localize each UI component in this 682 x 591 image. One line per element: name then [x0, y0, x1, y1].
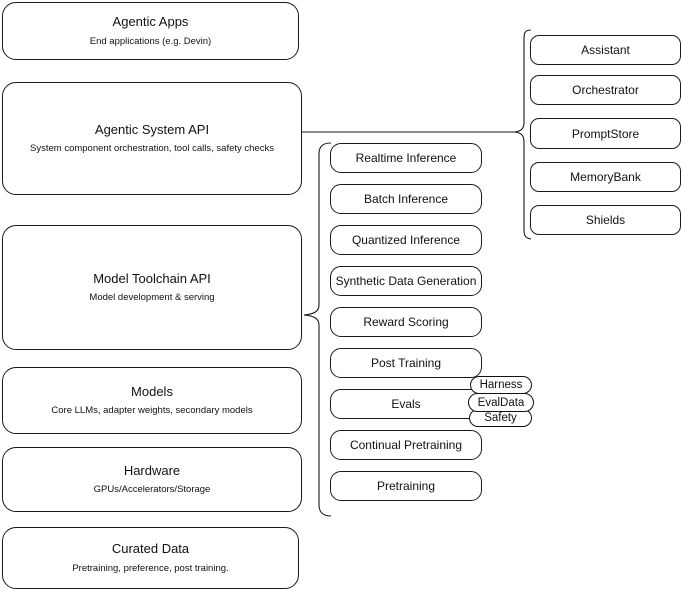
capability-label: Realtime Inference [355, 151, 457, 165]
evals-capsule-label: EvalData [477, 396, 525, 409]
capability-batch-inference[interactable]: Batch Inference [330, 184, 482, 214]
capability-continual-pretraining[interactable]: Continual Pretraining [330, 430, 482, 460]
layer-box-curated-data[interactable]: Curated Data Pretraining, preference, po… [2, 527, 299, 589]
capability-label: Synthetic Data Generation [335, 274, 477, 288]
evals-capsule-harness[interactable]: Harness [470, 376, 532, 394]
capability-label: Batch Inference [363, 192, 449, 206]
right-curly-brace [514, 29, 532, 240]
evals-capsule-label: Safety [484, 412, 517, 424]
component-memorybank[interactable]: MemoryBank [530, 162, 681, 192]
evals-capsule-evaldata[interactable]: EvalData [468, 393, 534, 412]
capability-label: Post Training [370, 356, 442, 370]
layer-title: Model Toolchain API [93, 270, 211, 286]
layer-subtitle: Core LLMs, adapter weights, secondary mo… [51, 405, 253, 417]
layer-title: Models [131, 383, 173, 399]
capability-realtime-inference[interactable]: Realtime Inference [330, 143, 482, 173]
component-label: PromptStore [571, 126, 640, 141]
component-promptstore[interactable]: PromptStore [530, 118, 681, 149]
capability-quantized-inference[interactable]: Quantized Inference [330, 225, 482, 255]
layer-subtitle: Pretraining, preference, post training. [72, 562, 229, 574]
component-label: MemoryBank [570, 170, 641, 184]
layer-box-hardware[interactable]: Hardware GPUs/Accelerators/Storage [2, 447, 302, 512]
component-label: Shields [585, 213, 626, 227]
layer-box-agentic-system-api[interactable]: Agentic System API System component orch… [2, 82, 302, 195]
evals-capsule-label: Harness [479, 379, 523, 391]
capability-pretraining[interactable]: Pretraining [330, 471, 482, 501]
capability-label: Reward Scoring [363, 315, 449, 329]
layer-box-agentic-apps[interactable]: Agentic Apps End applications (e.g. Devi… [2, 2, 299, 60]
component-orchestrator[interactable]: Orchestrator [530, 75, 681, 105]
layer-box-models[interactable]: Models Core LLMs, adapter weights, secon… [2, 367, 302, 434]
capability-label: Continual Pretraining [349, 438, 463, 452]
layer-title: Hardware [123, 462, 181, 478]
layer-title: Agentic System API [94, 121, 210, 137]
layer-subtitle: End applications (e.g. Devin) [89, 35, 212, 47]
component-shields[interactable]: Shields [530, 205, 681, 235]
capability-evals[interactable]: Evals [330, 389, 482, 419]
capability-synthetic-data-generation[interactable]: Synthetic Data Generation [330, 266, 482, 296]
component-label: Orchestrator [572, 83, 639, 97]
layer-title: Agentic Apps [112, 14, 189, 30]
evals-capsule-safety[interactable]: Safety [469, 409, 532, 427]
layer-box-model-toolchain-api[interactable]: Model Toolchain API Model development & … [2, 225, 302, 350]
layer-title: Curated Data [111, 541, 190, 557]
middle-curly-brace [303, 142, 332, 517]
capability-label: Pretraining [376, 479, 436, 493]
capability-label: Evals [391, 397, 421, 411]
capability-reward-scoring[interactable]: Reward Scoring [330, 307, 482, 337]
layer-subtitle: Model development & serving [89, 292, 215, 304]
layer-subtitle: System component orchestration, tool cal… [30, 143, 274, 155]
component-assistant[interactable]: Assistant [530, 35, 681, 65]
capability-post-training[interactable]: Post Training [330, 348, 482, 378]
layer-subtitle: GPUs/Accelerators/Storage [93, 484, 211, 496]
capability-label: Quantized Inference [351, 233, 461, 247]
component-label: Assistant [581, 43, 630, 57]
